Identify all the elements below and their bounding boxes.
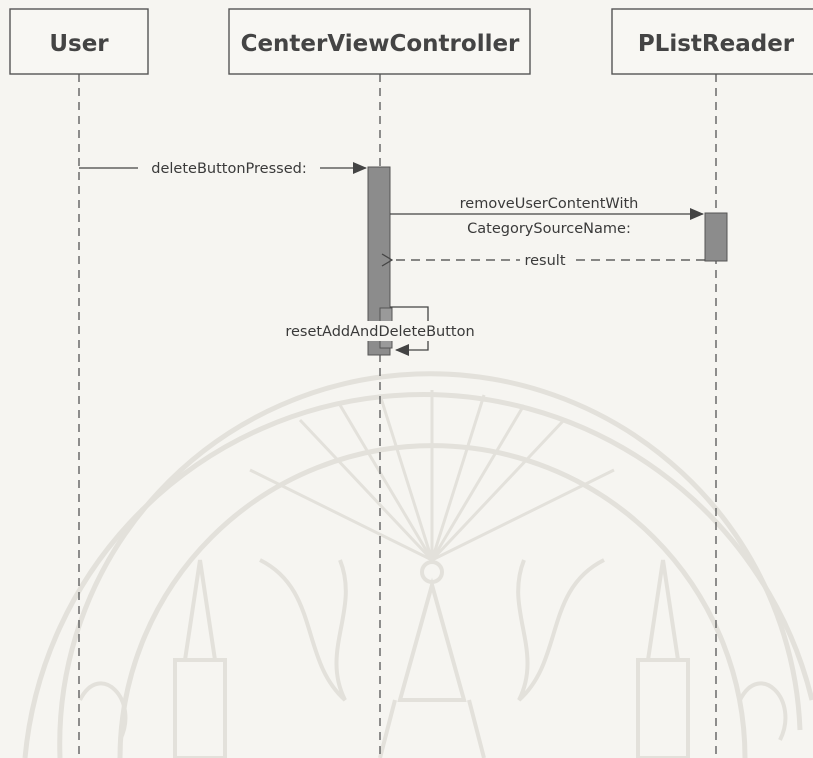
message-label-line1: removeUserContentWith (460, 196, 639, 212)
lifeline-label-centerviewcontroller: CenterViewController (241, 31, 520, 57)
message-label: result (524, 253, 565, 269)
lifeline-head-centerviewcontroller: CenterViewController (228, 8, 531, 75)
message-label-line2: CategorySourceName: (467, 221, 631, 237)
message-removeusercontent: removeUserContentWith CategorySourceName… (390, 193, 704, 238)
message-result: result (392, 250, 705, 270)
message-label: deleteButtonPressed: (151, 161, 306, 177)
lifeline-label-user: User (49, 31, 109, 57)
message-deletebuttonpressed: deleteButtonPressed: (79, 158, 367, 178)
activation-bar-plistreader (704, 212, 728, 262)
lifeline-label-plistreader: PListReader (638, 31, 795, 57)
message-resetaddanddeletebutton: resetAddAndDeleteButton (268, 306, 494, 356)
lifeline-head-user: User (9, 8, 149, 75)
message-label: resetAddAndDeleteButton (285, 324, 474, 340)
lifeline-head-plistreader: PListReader (611, 8, 813, 75)
watermark-seal (22, 371, 813, 758)
